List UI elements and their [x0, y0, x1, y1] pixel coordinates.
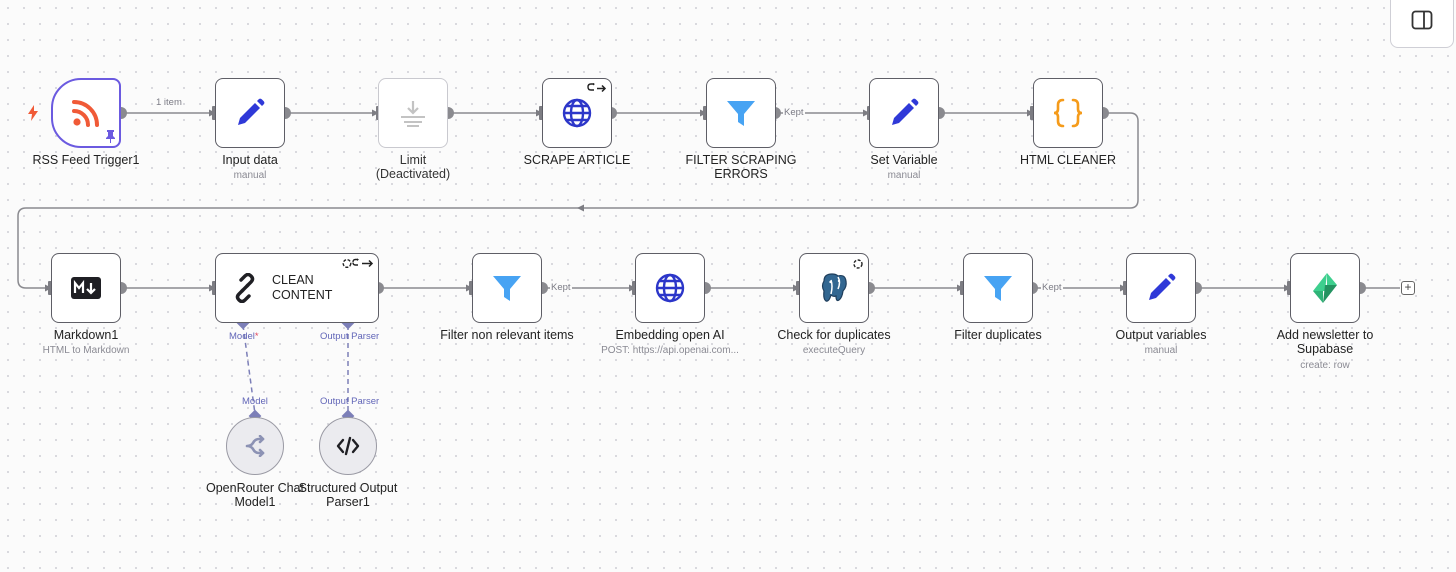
- add-node-button[interactable]: +: [1401, 281, 1415, 295]
- retry-arrow-icon: [587, 83, 607, 93]
- edge-label: Kept: [1041, 282, 1063, 293]
- rss-icon: [72, 100, 99, 127]
- port-label-parser-sub: Output Parser: [320, 396, 380, 407]
- node-label: HTML CLEANER: [1019, 153, 1117, 167]
- node-filter-scraping-errors[interactable]: [706, 78, 776, 148]
- supabase-icon: [1313, 273, 1337, 303]
- node-embedding-openai[interactable]: [635, 253, 705, 323]
- code-braces-icon: [1053, 98, 1083, 128]
- node-check-duplicates[interactable]: [799, 253, 869, 323]
- node-subtitle: manual: [233, 170, 267, 181]
- node-label: OpenRouter Chat Model1: [206, 481, 304, 509]
- node-output-variables[interactable]: [1126, 253, 1196, 323]
- pin-icon: [106, 130, 115, 143]
- node-label: Add newsletter to Supabase: [1276, 328, 1374, 356]
- node-structured-output-parser[interactable]: [319, 417, 377, 475]
- node-subtitle: HTML to Markdown: [42, 345, 130, 356]
- node-filter-non-relevant[interactable]: [472, 253, 542, 323]
- node-html-cleaner[interactable]: [1033, 78, 1103, 148]
- link-icon: [235, 273, 255, 303]
- node-limit[interactable]: [378, 78, 448, 148]
- node-subtitle: manual: [887, 170, 921, 181]
- arrowhead: [577, 204, 584, 212]
- panel-toggle-icon: [1411, 10, 1433, 30]
- filter-icon: [727, 101, 755, 126]
- node-label: Check for duplicates: [777, 328, 891, 342]
- node-label: SCRAPE ARTICLE: [523, 153, 631, 167]
- node-label: Markdown1: [53, 328, 119, 342]
- node-set-variable[interactable]: [869, 78, 939, 148]
- node-clean-content[interactable]: CLEAN CONTENT: [215, 253, 379, 323]
- edge-label: Kept: [783, 107, 805, 118]
- node-label: Filter non relevant items: [440, 328, 574, 342]
- postgres-icon: [821, 273, 847, 302]
- node-scrape-article[interactable]: [542, 78, 612, 148]
- node-label: Set Variable: [870, 153, 938, 167]
- retry-icon: [853, 259, 863, 269]
- node-add-newsletter-supabase[interactable]: [1290, 253, 1360, 323]
- panel-toggle-button[interactable]: [1390, 0, 1454, 48]
- port-label-output-parser: Output Parser: [320, 331, 380, 342]
- retry-arrow-icon: [342, 258, 374, 268]
- edge-label: Kept: [550, 282, 572, 293]
- node-label: Output variables: [1115, 328, 1207, 342]
- node-filter-duplicates[interactable]: [963, 253, 1033, 323]
- node-label: Limit (Deactivated): [375, 153, 451, 181]
- markdown-icon: [71, 277, 101, 299]
- node-label: Input data: [222, 153, 278, 167]
- globe-icon: [562, 98, 592, 128]
- port-label-model: Model*: [229, 331, 259, 342]
- filter-icon: [493, 276, 521, 301]
- node-label: FILTER SCRAPING ERRORS: [685, 153, 797, 181]
- node-openrouter-chat-model[interactable]: [226, 417, 284, 475]
- code-tag-icon: [336, 436, 360, 456]
- node-subtitle: create: row: [1300, 360, 1350, 371]
- limit-icon: [401, 101, 425, 127]
- pen-icon: [1149, 273, 1176, 300]
- lightning-icon: [28, 105, 38, 121]
- node-subtitle: executeQuery: [802, 345, 866, 356]
- node-label: RSS Feed Trigger1: [32, 153, 140, 167]
- edge-label: 1 item: [155, 97, 183, 108]
- openrouter-icon: [245, 435, 265, 457]
- pen-icon: [238, 98, 265, 125]
- node-label: Structured Output Parser1: [298, 481, 398, 509]
- node-label: CLEAN CONTENT: [272, 273, 333, 302]
- node-label: Embedding open AI: [615, 328, 725, 342]
- filter-icon: [984, 276, 1012, 301]
- port-label-model-sub: Model: [242, 396, 268, 407]
- node-input-data[interactable]: [215, 78, 285, 148]
- edge-model: [242, 324, 256, 415]
- node-subtitle: POST: https://api.openai.com...: [601, 345, 739, 356]
- node-rss-feed-trigger[interactable]: [51, 78, 121, 148]
- globe-icon: [655, 273, 685, 303]
- arrowhead: [863, 109, 870, 117]
- arrowhead: [372, 109, 379, 117]
- node-markdown[interactable]: [51, 253, 121, 323]
- node-subtitle: manual: [1144, 345, 1178, 356]
- pen-icon: [892, 98, 919, 125]
- node-label: Filter duplicates: [954, 328, 1042, 342]
